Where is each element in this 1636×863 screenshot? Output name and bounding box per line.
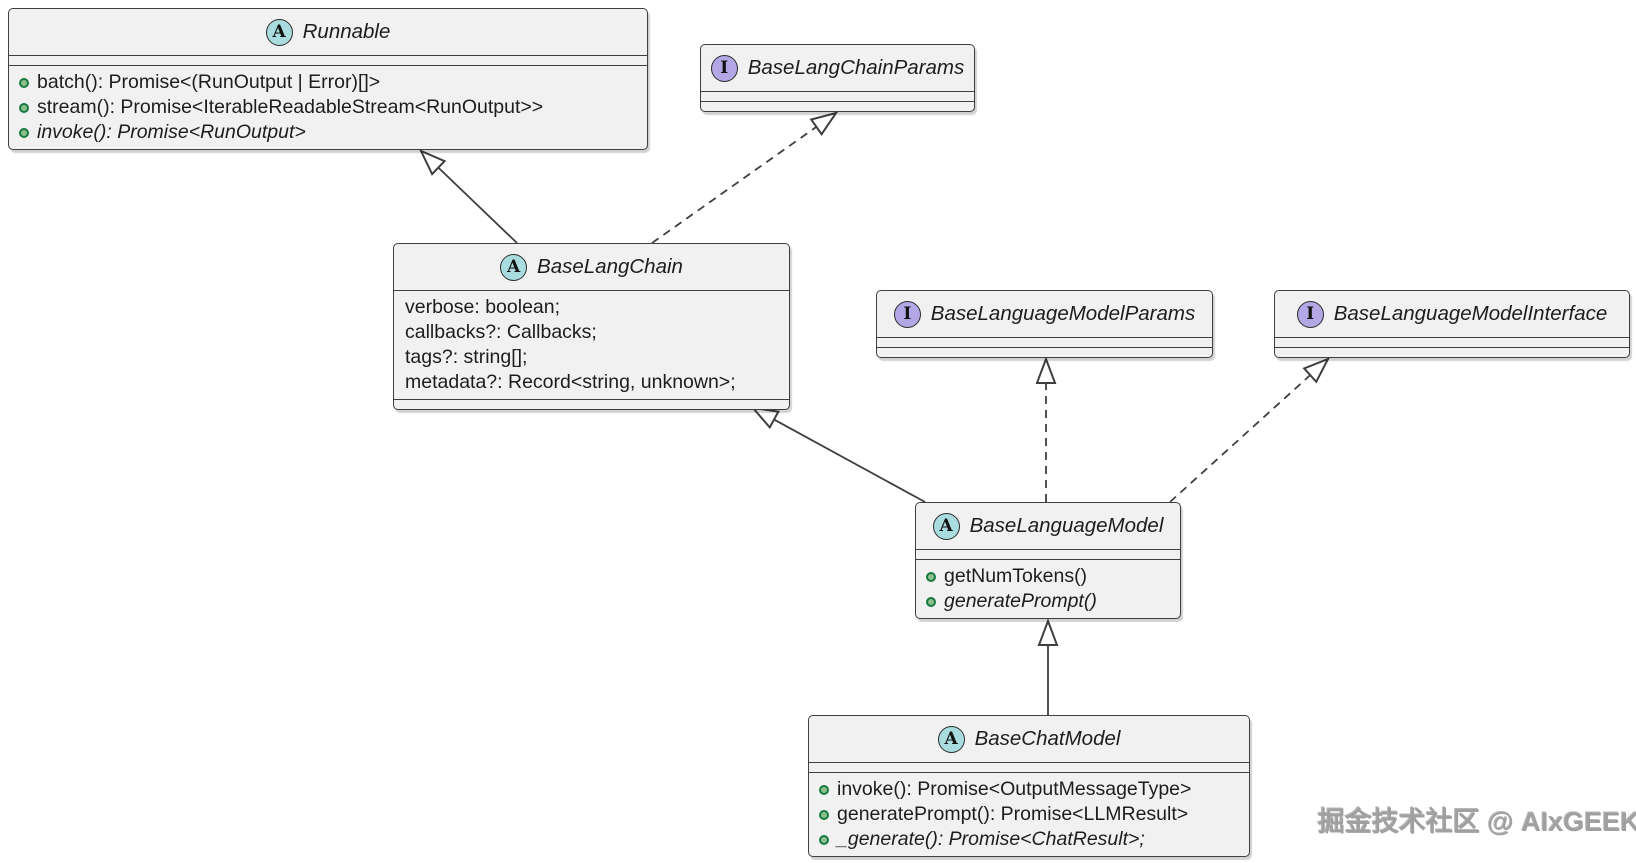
attribute-row: tags?: string[]; — [394, 345, 789, 370]
public-method-icon — [819, 834, 829, 845]
method-row: getNumTokens() — [916, 564, 1180, 589]
public-method-icon — [926, 571, 936, 582]
method-text: invoke(): Promise<OutputMessageType> — [837, 778, 1192, 800]
edge-BaseLanguageModel-extends-BaseLangChain — [753, 408, 926, 503]
methods-compartment: getNumTokens() generatePrompt() — [916, 559, 1180, 618]
public-method-icon — [19, 77, 29, 88]
abstract-badge: A — [932, 512, 960, 540]
method-row: generatePrompt(): Promise<LLMResult> — [809, 802, 1249, 827]
watermark: 掘金技术社区 @ AIxGEEK — [1318, 807, 1636, 837]
edge-BaseLanguageModel-implements-BaseLanguageModelInterface — [1169, 359, 1328, 503]
method-text: getNumTokens() — [944, 565, 1088, 587]
class-header: A BaseChatModel — [809, 716, 1249, 762]
class-header: I BaseLangChainParams — [701, 45, 974, 91]
class-name: BaseLanguageModelInterface — [1333, 302, 1608, 325]
class-name: BaseLangChainParams — [747, 56, 965, 79]
methods-compartment — [877, 347, 1212, 357]
attribute-text: callbacks?: Callbacks; — [405, 321, 597, 343]
attributes-compartment — [1275, 337, 1629, 347]
method-text: stream(): Promise<IterableReadableStream… — [37, 96, 544, 118]
attributes-compartment: verbose: boolean; callbacks?: Callbacks; t… — [394, 290, 789, 399]
class-header: I BaseLanguageModelInterface — [1275, 291, 1629, 337]
method-row: _generate(): Promise<ChatResult>; — [809, 827, 1249, 852]
method-row: invoke(): Promise<RunOutput> — [9, 120, 647, 145]
class-runnable: A Runnable batch(): Promise<(RunOutput |… — [8, 8, 648, 150]
class-header: A BaseLanguageModel — [916, 503, 1180, 549]
method-row: batch(): Promise<(RunOutput | Error)[]> — [9, 70, 647, 95]
class-base-language-model-params: I BaseLanguageModelParams — [876, 290, 1213, 358]
class-base-lang-chain: A BaseLangChain verbose: boolean; callbac… — [393, 243, 790, 410]
public-method-icon — [819, 784, 829, 795]
abstract-badge: A — [500, 253, 528, 281]
attributes-compartment — [701, 91, 974, 101]
edge-BaseLangChain-extends-Runnable — [421, 151, 518, 244]
attributes-compartment — [916, 549, 1180, 559]
methods-compartment — [1275, 347, 1629, 357]
public-method-icon — [19, 127, 29, 138]
methods-compartment — [394, 399, 789, 409]
attributes-compartment — [9, 55, 647, 65]
attribute-row: callbacks?: Callbacks; — [394, 320, 789, 345]
method-text: invoke(): Promise<RunOutput> — [37, 121, 306, 143]
interface-badge: I — [1296, 300, 1324, 328]
method-text: _generate(): Promise<ChatResult>; — [837, 828, 1145, 850]
interface-badge: I — [893, 300, 921, 328]
attribute-text: verbose: boolean; — [405, 296, 561, 318]
method-row: generatePrompt() — [916, 589, 1180, 614]
interface-badge: I — [710, 54, 738, 82]
method-row: invoke(): Promise<OutputMessageType> — [809, 777, 1249, 802]
class-base-language-model: A BaseLanguageModel getNumTokens() genera… — [915, 502, 1181, 619]
methods-compartment: batch(): Promise<(RunOutput | Error)[]> s… — [9, 65, 647, 149]
method-row: stream(): Promise<IterableReadableStream… — [9, 95, 647, 120]
abstract-badge: A — [937, 725, 965, 753]
class-header: A BaseLangChain — [394, 244, 789, 290]
attributes-compartment — [877, 337, 1212, 347]
abstract-badge: A — [265, 18, 293, 46]
public-method-icon — [19, 102, 29, 113]
class-name: BaseLanguageModel — [969, 514, 1164, 537]
methods-compartment: invoke(): Promise<OutputMessageType> gene… — [809, 772, 1249, 856]
class-name: BaseLangChain — [537, 255, 683, 278]
attribute-row: metadata?: Record<string, unknown>; — [394, 370, 789, 395]
method-text: generatePrompt(): Promise<LLMResult> — [837, 803, 1189, 825]
class-name: Runnable — [302, 20, 391, 43]
class-header: I BaseLanguageModelParams — [877, 291, 1212, 337]
attributes-compartment — [809, 762, 1249, 772]
class-base-chat-model: A BaseChatModel invoke(): Promise<Output… — [808, 715, 1250, 857]
edge-BaseLangChain-implements-BaseLangChainParams — [651, 113, 836, 244]
public-method-icon — [819, 809, 829, 820]
attribute-row: verbose: boolean; — [394, 295, 789, 320]
class-name: BaseLanguageModelParams — [930, 302, 1196, 325]
class-name: BaseChatModel — [974, 727, 1121, 750]
class-header: A Runnable — [9, 9, 647, 55]
class-base-lang-chain-params: I BaseLangChainParams — [700, 44, 975, 112]
method-text: batch(): Promise<(RunOutput | Error)[]> — [37, 71, 381, 93]
attribute-text: tags?: string[]; — [405, 346, 528, 368]
attribute-text: metadata?: Record<string, unknown>; — [405, 371, 736, 393]
methods-compartment — [701, 101, 974, 111]
class-base-language-model-interface: I BaseLanguageModelInterface — [1274, 290, 1630, 358]
public-method-icon — [926, 596, 936, 607]
method-text: generatePrompt() — [944, 590, 1097, 612]
